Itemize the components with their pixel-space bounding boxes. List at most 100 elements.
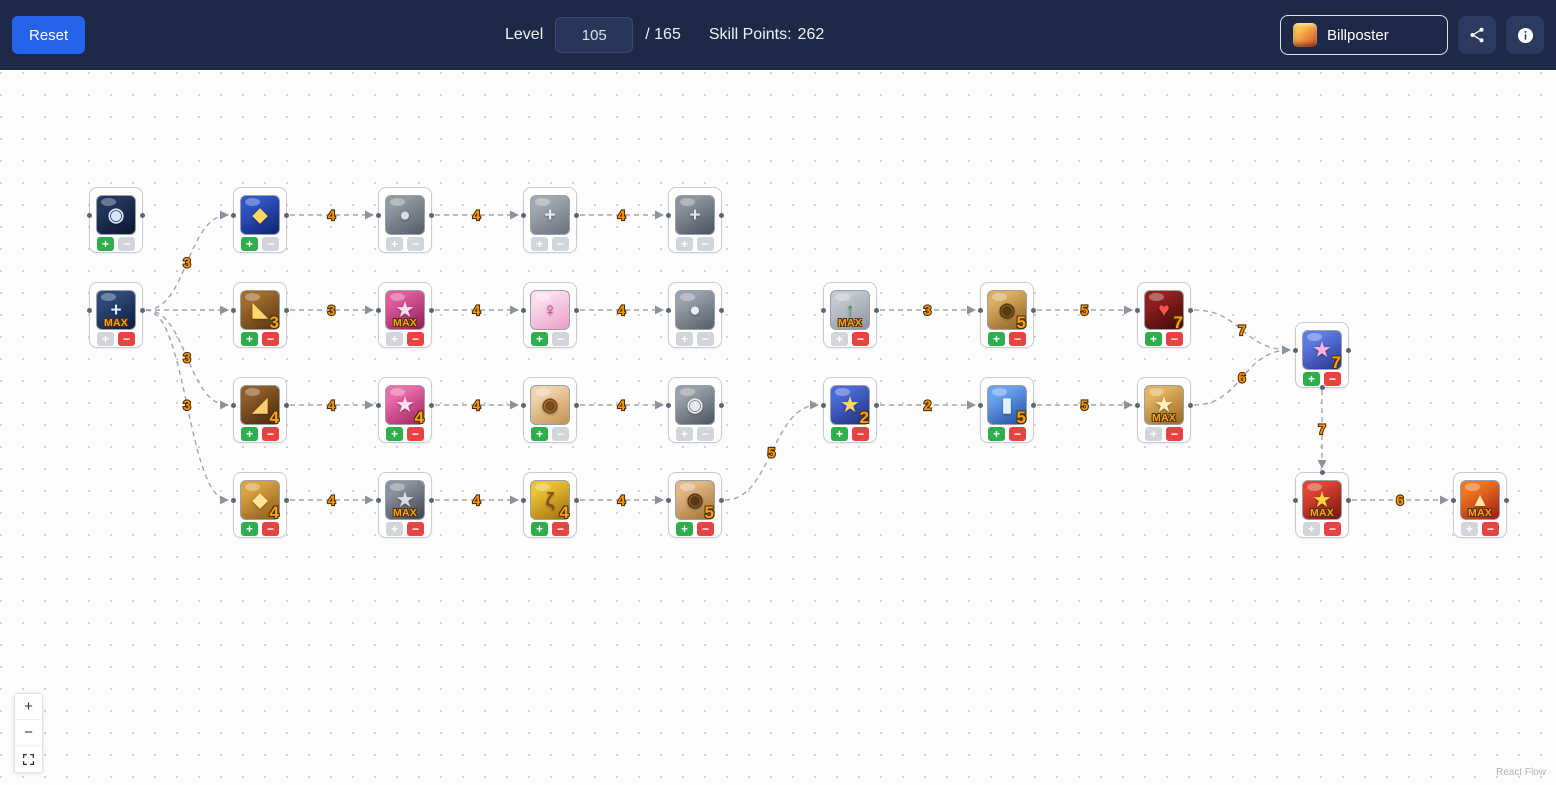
reset-button[interactable]: Reset — [12, 16, 86, 54]
skill-minus-button[interactable]: − — [262, 522, 279, 536]
skill-minus-button[interactable]: − — [262, 237, 279, 251]
skill-node-r2c8[interactable]: ♥7+− — [1135, 282, 1193, 348]
skill-node-r3c2[interactable]: ◢4+− — [231, 377, 289, 443]
skill-glyph: ★ — [396, 299, 414, 321]
skill-glyph: ▲ — [1470, 489, 1490, 511]
blue-bottle-icon: ▮5 — [987, 385, 1027, 427]
share-icon — [1470, 27, 1484, 43]
skill-node-r2c4[interactable]: ♀+− — [521, 282, 579, 348]
skill-plus-button[interactable]: + — [241, 427, 258, 441]
reactflow-attribution[interactable]: React Flow — [1495, 767, 1546, 778]
skill-minus-button[interactable]: − — [407, 522, 424, 536]
skill-node-r1c1[interactable]: ◉+− — [87, 187, 145, 253]
skill-minus-button[interactable]: − — [1166, 332, 1183, 346]
skill-minus-button[interactable]: − — [118, 237, 135, 251]
skill-plus-button[interactable]: + — [676, 237, 693, 251]
skill-minus-button[interactable]: − — [407, 237, 424, 251]
skill-node-r2c5[interactable]: ●+− — [666, 282, 724, 348]
skill-minus-button[interactable]: − — [1166, 427, 1183, 441]
zoom-in-button[interactable]: + — [15, 694, 42, 720]
skill-minus-button[interactable]: − — [697, 332, 714, 346]
skill-minus-button[interactable]: − — [262, 332, 279, 346]
skill-minus-button[interactable]: − — [552, 237, 569, 251]
skill-minus-button[interactable]: − — [852, 427, 869, 441]
skill-node-r1c4[interactable]: ++− — [521, 187, 579, 253]
skill-plus-button[interactable]: + — [1145, 332, 1162, 346]
class-selector[interactable]: Billposter — [1280, 15, 1448, 55]
fit-view-icon — [22, 753, 35, 765]
skill-minus-button[interactable]: − — [1324, 522, 1341, 536]
skill-plus-button[interactable]: + — [386, 427, 403, 441]
skill-plus-button[interactable]: + — [988, 427, 1005, 441]
skill-node-r4c5[interactable]: ◉5+− — [666, 472, 724, 538]
skill-plus-button[interactable]: + — [676, 427, 693, 441]
skill-plus-button[interactable]: + — [531, 237, 548, 251]
skill-plus-button[interactable]: + — [97, 332, 114, 346]
skill-node-r2c1[interactable]: +MAX+− — [87, 282, 145, 348]
info-button[interactable] — [1506, 16, 1544, 54]
zoom-out-button[interactable]: − — [15, 720, 42, 746]
skill-minus-button[interactable]: − — [1009, 332, 1026, 346]
skill-plus-button[interactable]: + — [1303, 522, 1320, 536]
skill-node-r4c9[interactable]: ★MAX+− — [1293, 470, 1351, 538]
skill-minus-button[interactable]: − — [407, 427, 424, 441]
skill-minus-button[interactable]: − — [552, 427, 569, 441]
skill-plus-button[interactable]: + — [241, 522, 258, 536]
info-icon — [1517, 27, 1533, 43]
skill-node-r2c7[interactable]: ◉5+− — [978, 282, 1036, 348]
fit-view-button[interactable] — [15, 746, 42, 772]
share-button[interactable] — [1458, 16, 1496, 54]
skill-minus-button[interactable]: − — [697, 237, 714, 251]
skill-node-r2bc9[interactable]: ★7+− — [1293, 322, 1351, 390]
skill-minus-button[interactable]: − — [118, 332, 135, 346]
skill-plus-button[interactable]: + — [831, 427, 848, 441]
skill-minus-button[interactable]: − — [1324, 372, 1341, 386]
skill-node-r3c4[interactable]: ◉+− — [521, 377, 579, 443]
skill-glyph: ◆ — [252, 204, 268, 226]
skill-minus-button[interactable]: − — [697, 522, 714, 536]
skill-plus-button[interactable]: + — [1461, 522, 1478, 536]
skill-plus-button[interactable]: + — [1145, 427, 1162, 441]
skill-minus-button[interactable]: − — [697, 427, 714, 441]
skill-node-r4c10[interactable]: ▲MAX+− — [1451, 472, 1509, 538]
level-input[interactable] — [555, 17, 634, 53]
skill-minus-button[interactable]: − — [1009, 427, 1026, 441]
pointing-fist-icon: ◉5 — [675, 480, 715, 522]
skill-node-r2c2[interactable]: ◣3+− — [231, 282, 289, 348]
skill-node-r4c2[interactable]: ◆4+− — [231, 472, 289, 538]
skill-node-r3c3[interactable]: ★4+− — [376, 377, 434, 443]
skill-node-r1c3[interactable]: ●+− — [376, 187, 434, 253]
skill-minus-button[interactable]: − — [407, 332, 424, 346]
skill-node-r3c5[interactable]: ◉+− — [666, 377, 724, 443]
skill-minus-button[interactable]: − — [552, 332, 569, 346]
skill-minus-button[interactable]: − — [262, 427, 279, 441]
skill-minus-button[interactable]: − — [1482, 522, 1499, 536]
skill-plus-button[interactable]: + — [386, 237, 403, 251]
skill-node-r1c2[interactable]: ◆ +− — [231, 187, 289, 253]
skill-plus-button[interactable]: + — [988, 332, 1005, 346]
skill-minus-button[interactable]: − — [852, 332, 869, 346]
skill-plus-button[interactable]: + — [531, 522, 548, 536]
skill-plus-button[interactable]: + — [531, 332, 548, 346]
skill-plus-button[interactable]: + — [386, 332, 403, 346]
skill-plus-button[interactable]: + — [676, 522, 693, 536]
skill-plus-button[interactable]: + — [1303, 372, 1320, 386]
skill-node-r4c3[interactable]: ★MAX+− — [376, 472, 434, 538]
skill-plus-button[interactable]: + — [386, 522, 403, 536]
skill-plus-button[interactable]: + — [831, 332, 848, 346]
skill-plus-button[interactable]: + — [676, 332, 693, 346]
skill-node-r2c6[interactable]: ↑MAX+− — [821, 282, 879, 348]
level-group: Level / 165 Skill Points: 262 — [505, 0, 824, 70]
skill-plus-button[interactable]: + — [241, 332, 258, 346]
skill-node-r3c6[interactable]: ★2+− — [821, 377, 879, 443]
skill-node-r3c7[interactable]: ▮5+− — [978, 377, 1036, 443]
skill-plus-button[interactable]: + — [97, 237, 114, 251]
skill-plus-button[interactable]: + — [531, 427, 548, 441]
skill-minus-button[interactable]: − — [552, 522, 569, 536]
skill-node-r1c5[interactable]: ++− — [666, 187, 724, 253]
skill-plus-button[interactable]: + — [241, 237, 258, 251]
skill-node-r3c8[interactable]: ★MAX+− — [1135, 377, 1193, 443]
skill-node-r2c3[interactable]: ★MAX+− — [376, 282, 434, 348]
